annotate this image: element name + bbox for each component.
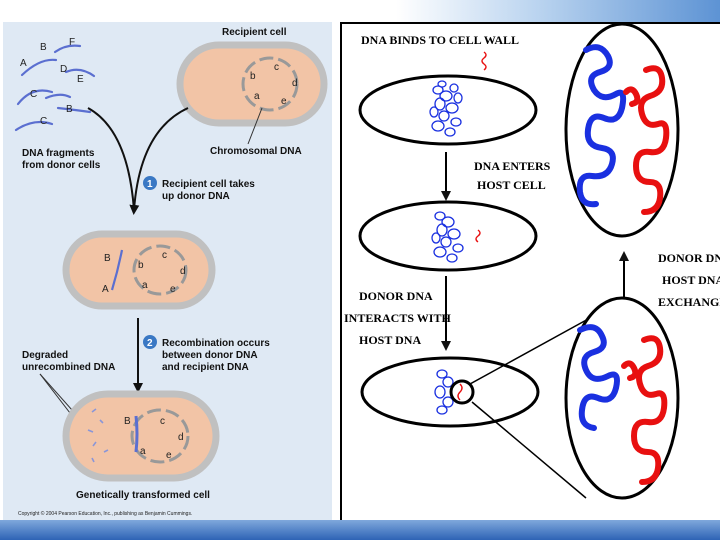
- gene-label: b: [138, 260, 144, 271]
- gene-label: D: [60, 64, 67, 75]
- exchange-label: EXCHANGE: [658, 295, 720, 309]
- gene-label: B: [104, 253, 111, 264]
- gene-label: a: [142, 280, 148, 291]
- gene-label: b: [250, 71, 256, 82]
- host-dna-tangle: [429, 80, 463, 137]
- gene-label: d: [180, 266, 186, 277]
- gene-label: C: [30, 89, 37, 100]
- gene-label: B: [66, 104, 73, 115]
- gene-label: A: [20, 58, 27, 69]
- gene-label: a: [254, 91, 260, 102]
- interacts-label: INTERACTS WITH: [344, 311, 451, 325]
- gene-label: E: [77, 74, 84, 85]
- donor-dna-fragment: [110, 249, 124, 291]
- degraded-dna-label: Degraded: [22, 350, 68, 361]
- host-dna-strand: [577, 324, 620, 431]
- gene-label: a: [140, 446, 146, 457]
- gene-label: B: [40, 42, 47, 53]
- exchange-label: DONOR DNA: [658, 251, 720, 265]
- recipient-cell-label: Recipient cell: [222, 27, 287, 38]
- gene-label: d: [292, 78, 298, 89]
- step1-label: Recipient cell takes: [162, 179, 255, 190]
- donor-dna-strand: [623, 65, 670, 215]
- magnified-interaction-circle: [564, 296, 680, 500]
- host-cell-1: [358, 74, 538, 146]
- recipient-cell: [176, 41, 328, 127]
- interaction-zone-circle: [449, 379, 475, 405]
- gene-label: B: [124, 416, 131, 427]
- dna-enters-label: HOST CELL: [477, 178, 546, 192]
- donor-dna-small: [475, 229, 481, 243]
- gene-label: e: [281, 96, 287, 107]
- fragment-gene-labels: A B F D E C B C: [20, 37, 84, 127]
- gene-label: e: [170, 284, 176, 295]
- donor-dna-small: [457, 383, 463, 401]
- bottom-footer-band: [0, 520, 720, 540]
- step-number: 2: [147, 338, 153, 349]
- dna-binds-label: DNA BINDS TO CELL WALL: [361, 33, 519, 47]
- dna-fragments-label: DNA fragments: [22, 148, 95, 159]
- zoom-line: [469, 317, 591, 385]
- transformed-cell: [62, 390, 220, 482]
- chromosomal-dna-loop: [130, 408, 190, 464]
- leader-line: [247, 107, 263, 145]
- chromosomal-dna-loop: [241, 56, 299, 112]
- donor-dna-small: [481, 51, 487, 71]
- gene-label: e: [166, 450, 172, 461]
- degraded-dna-pieces: [87, 408, 109, 463]
- dna-fragments-label: from donor cells: [22, 160, 101, 171]
- merge-arrow: [87, 107, 135, 211]
- gene-label: c: [274, 62, 279, 73]
- copyright-notice: Copyright © 2004 Pearson Education, Inc.…: [18, 510, 192, 517]
- gene-label: C: [40, 116, 47, 127]
- step-badge: [143, 176, 157, 190]
- gene-label: A: [102, 284, 109, 295]
- dna-enters-label: DNA ENTERS: [474, 159, 551, 173]
- zoom-line: [471, 401, 587, 499]
- recombined-dna-segment: [134, 415, 139, 453]
- donor-dna-strand: [621, 335, 668, 485]
- host-dna-tangle: [431, 211, 464, 263]
- interacts-label: DONOR DNA: [359, 289, 433, 303]
- degraded-dna-label: unrecombined DNA: [22, 362, 115, 373]
- step-badge: [143, 335, 157, 349]
- step-number: 1: [147, 179, 153, 190]
- step2-label: between donor DNA: [162, 350, 258, 361]
- top-header-band: [0, 0, 720, 22]
- gene-label: c: [160, 416, 165, 427]
- host-dna-strand: [576, 44, 627, 208]
- chromosomal-dna-loop: [132, 244, 188, 296]
- interacts-label: HOST DNA: [359, 333, 421, 347]
- merge-arrow: [129, 107, 189, 215]
- gene-label: F: [69, 37, 75, 48]
- gene-label: c: [162, 250, 167, 261]
- host-dna-tangle: [434, 369, 454, 415]
- step2-label: Recombination occurs: [162, 338, 270, 349]
- step1-label: up donor DNA: [162, 191, 230, 202]
- transformed-cell-label: Genetically transformed cell: [76, 490, 210, 501]
- chromosomal-dna-label: Chromosomal DNA: [210, 146, 302, 157]
- donor-dna-fragments: [14, 44, 96, 132]
- step2-label: and recipient DNA: [162, 362, 249, 373]
- gene-label: d: [178, 432, 184, 443]
- exchange-label: HOST DNA: [662, 273, 720, 287]
